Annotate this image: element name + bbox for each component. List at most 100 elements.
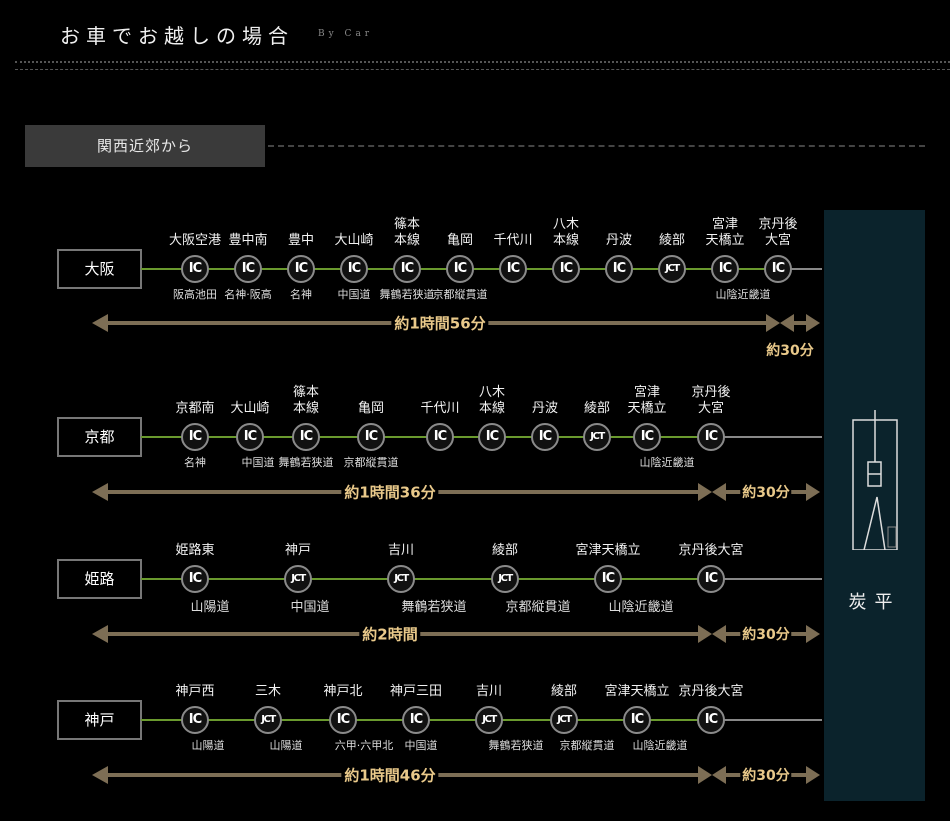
arrow-head-right — [766, 314, 780, 332]
interchange-name: 八木本線 — [552, 217, 580, 248]
interchange-name: 亀岡 — [357, 401, 385, 416]
final-leg-time-label: 約30分 — [740, 482, 792, 502]
road-name: 山陽道 — [190, 600, 230, 615]
section-tab-kansai: 関西近郊から — [25, 125, 265, 167]
interchange-ic-icon: IC — [236, 423, 264, 451]
arrow-head-left — [712, 766, 726, 784]
arrow-head-left — [780, 314, 794, 332]
interchange-ic-icon: IC — [292, 423, 320, 451]
road-name: 山陰近畿道 — [632, 739, 688, 752]
road-name: 山陰近畿道 — [715, 288, 771, 301]
interchange-name: 神戸三田 — [389, 684, 443, 699]
interchange-jct-icon: JCT — [284, 565, 312, 593]
duration-arrow — [92, 766, 820, 784]
interchange-name: 京都南 — [175, 401, 215, 416]
interchange-name: 篠本本線 — [292, 385, 320, 416]
road-name: 京都縦貫道 — [343, 456, 399, 469]
interchange-name: 大阪空港 — [168, 233, 222, 248]
road-name: 京都縦貫道 — [559, 739, 615, 752]
road-name: 舞鶴若狭道 — [379, 288, 435, 301]
interchange-name: 神戸西 — [175, 684, 215, 699]
interchange-name: 宮津天橋立 — [604, 684, 670, 699]
interchange-name: 大山崎 — [334, 233, 374, 248]
interchange-ic-icon: IC — [181, 255, 209, 283]
interchange-name: 京丹後大宮 — [691, 385, 731, 416]
interchange-jct-icon: JCT — [387, 565, 415, 593]
interchange-name: 篠本本線 — [393, 217, 421, 248]
interchange-name: 宮津天橋立 — [627, 385, 667, 416]
road-name: 舞鶴若狭道 — [278, 456, 334, 469]
interchange-name: 宮津天橋立 — [705, 217, 745, 248]
route-tail-line — [711, 578, 822, 580]
road-name: 京都縦貫道 — [505, 600, 571, 615]
interchange-ic-icon: IC — [552, 255, 580, 283]
arrow-head-left — [92, 625, 108, 643]
road-name: 六甲·六甲北 — [334, 739, 394, 752]
interchange-name: 亀岡 — [446, 233, 474, 248]
final-leg-time-label: 約30分 — [740, 624, 792, 644]
road-name: 中国道 — [290, 600, 330, 615]
origin-box: 姫路 — [57, 559, 142, 599]
interchange-ic-icon: IC — [605, 255, 633, 283]
interchange-name: 三木 — [254, 684, 282, 699]
interchange-ic-icon: IC — [181, 706, 209, 734]
interchange-ic-icon: IC — [234, 255, 262, 283]
interchange-name: 綾部 — [550, 684, 578, 699]
interchange-ic-icon: IC — [623, 706, 651, 734]
interchange-ic-icon: IC — [711, 255, 739, 283]
duration-arrow — [92, 483, 820, 501]
arrow-head-left — [92, 766, 108, 784]
interchange-ic-icon: IC — [393, 255, 421, 283]
interchange-name: 八木本線 — [478, 385, 506, 416]
interchange-ic-icon: IC — [697, 565, 725, 593]
origin-box: 大阪 — [57, 249, 142, 289]
road-name: 名神 — [184, 456, 206, 469]
interchange-jct-icon: JCT — [658, 255, 686, 283]
interchange-name: 千代川 — [420, 401, 460, 416]
page-subtitle: By Car — [318, 29, 374, 39]
road-name: 中国道 — [404, 739, 438, 752]
interchange-name: 綾部 — [658, 233, 686, 248]
travel-time-label: 約2時間 — [359, 623, 421, 645]
travel-time-label: 約1時間56分 — [391, 312, 489, 334]
interchange-ic-icon: IC — [478, 423, 506, 451]
interchange-ic-icon: IC — [402, 706, 430, 734]
interchange-jct-icon: JCT — [254, 706, 282, 734]
interchange-name: 宮津天橋立 — [575, 543, 641, 558]
interchange-ic-icon: IC — [499, 255, 527, 283]
duration-arrow — [92, 625, 820, 643]
interchange-ic-icon: IC — [340, 255, 368, 283]
travel-time-label: 約1時間46分 — [341, 764, 439, 786]
arrow-head-left — [712, 483, 726, 501]
arrow-head-right — [698, 766, 712, 784]
interchange-ic-icon: IC — [329, 706, 357, 734]
interchange-name: 大山崎 — [230, 401, 270, 416]
interchange-name: 丹波 — [531, 401, 559, 416]
interchange-jct-icon: JCT — [491, 565, 519, 593]
origin-box: 神戸 — [57, 700, 142, 740]
road-name: 山陰近畿道 — [639, 456, 695, 469]
road-name: 山陽道 — [191, 739, 225, 752]
route-tail-line — [778, 268, 822, 270]
interchange-name: 姫路東 — [175, 543, 215, 558]
interchange-ic-icon: IC — [594, 565, 622, 593]
travel-time-label: 約1時間36分 — [341, 481, 439, 503]
interchange-jct-icon: JCT — [550, 706, 578, 734]
road-name: 中国道 — [337, 288, 371, 301]
route-line — [141, 578, 711, 580]
arrow-head-right — [806, 314, 820, 332]
destination-logo-icon — [852, 410, 898, 550]
interchange-name: 綾部 — [491, 543, 519, 558]
interchange-ic-icon: IC — [531, 423, 559, 451]
final-leg-time-label: 約30分 — [740, 765, 792, 785]
interchange-name: 丹波 — [605, 233, 633, 248]
arrow-shaft — [792, 321, 808, 325]
interchange-ic-icon: IC — [181, 565, 209, 593]
interchange-name: 京丹後大宮 — [678, 684, 744, 699]
arrow-head-left — [712, 625, 726, 643]
arrow-head-right — [806, 483, 820, 501]
arrow-head-right — [806, 625, 820, 643]
interchange-name: 神戸 — [284, 543, 312, 558]
road-name: 舞鶴若狭道 — [488, 739, 544, 752]
interchange-name: 綾部 — [583, 401, 611, 416]
